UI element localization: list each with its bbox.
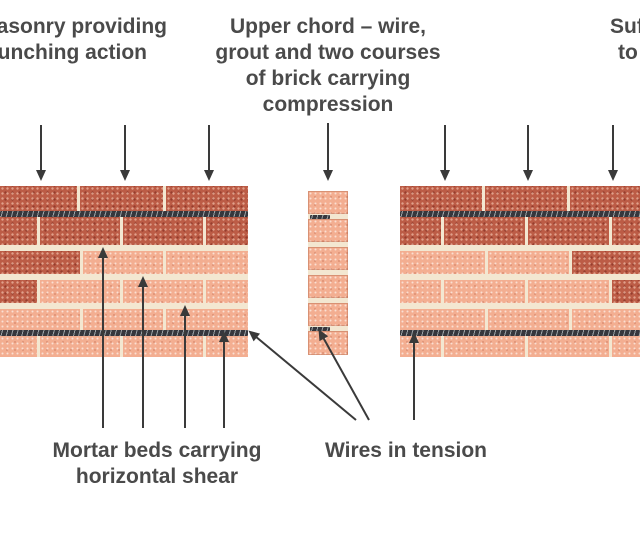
brick [572,251,640,274]
brick [123,217,203,245]
brick [80,186,163,211]
brick [0,336,37,357]
brick [308,219,348,242]
mortar-bed-pointer-arrow [179,305,190,428]
load-arrow [608,125,619,181]
arrowhead-icon [218,331,229,342]
brick [206,217,248,245]
brick [40,336,120,357]
label-line: Mortar beds carrying [52,439,262,462]
load-arrow [120,125,131,181]
brick [0,309,80,330]
left-masonry-panel [0,186,248,357]
brick [400,309,485,330]
brick [83,309,163,330]
arrowhead-icon [440,170,451,181]
arrowhead-icon [204,170,215,181]
arrowhead-icon [323,170,334,181]
arrowhead-icon [179,305,190,316]
arrowhead-icon [120,170,131,181]
arrowhead-icon [523,170,534,181]
brick [123,280,203,303]
mortar-bed-pointer-arrow [97,247,108,428]
label-line: Upper chord – wire, [229,15,427,38]
brick [40,217,120,245]
bed-joint-wire [310,214,330,219]
brick [612,217,640,245]
brick [206,336,248,357]
brick [0,217,37,245]
label-line: asonry providing [0,15,167,38]
arrowhead-icon [608,170,619,181]
bed-joint-wire [310,326,330,331]
label-line: compression [262,93,394,116]
brick [570,186,640,211]
load-arrow [204,125,215,181]
brick [444,336,525,357]
brick [308,191,348,214]
label-upper-chord: Upper chord – wire, grout and two course… [188,14,468,118]
brick [123,336,203,357]
center-brick-column [308,191,348,355]
brick [485,186,567,211]
bed-joint-wire [0,211,248,217]
arrowhead-icon [408,332,419,343]
brick [400,217,441,245]
brick [166,251,248,274]
brick [612,336,640,357]
arrowhead-icon [36,170,47,181]
load-arrow [323,123,334,181]
label-line: Wires in tension [324,439,487,462]
brick [444,217,525,245]
label-line: unching action [0,41,147,64]
bed-joint-wire [0,330,248,336]
brick [400,251,485,274]
bed-joint-wire [400,211,640,217]
brick [400,336,441,357]
brick [444,280,525,303]
label-line: grout and two courses [215,41,441,64]
arrowhead-icon [97,247,108,258]
label-line: horizontal shear [75,465,239,488]
load-arrow [36,125,47,181]
wire-pointer-arrow [408,332,419,420]
brick [0,186,77,211]
brick [308,331,348,355]
label-masonry-action: asonry providing unching action [0,14,167,66]
brick [612,280,640,303]
brick [400,186,482,211]
brick [0,280,37,303]
brick [206,280,248,303]
brick [166,186,248,211]
brick [572,309,640,330]
load-arrow [440,125,451,181]
brick [528,217,609,245]
label-line: to [618,41,638,64]
brick [528,280,609,303]
label-line: of brick carrying [245,67,411,90]
brick [488,251,569,274]
mortar-bed-pointer-arrow [137,276,148,428]
brick [528,336,609,357]
brick [0,251,80,274]
brick [40,280,120,303]
load-arrow [523,125,534,181]
right-masonry-panel [400,186,640,357]
mortar-bed-pointer-arrow [218,331,229,428]
bed-joint-wire [400,330,640,336]
brick [308,275,348,298]
brick [308,303,348,326]
label-line: Suf [610,15,640,38]
brick [83,251,163,274]
label-mortar-beds: Mortar beds carrying horizontal shear [17,438,297,490]
label-support-clipped: Suf to [610,14,640,66]
brick [488,309,569,330]
label-wires-in-tension: Wires in tension [266,438,546,464]
brick [166,309,248,330]
brick [308,247,348,270]
arrowhead-icon [137,276,148,287]
brick [400,280,441,303]
